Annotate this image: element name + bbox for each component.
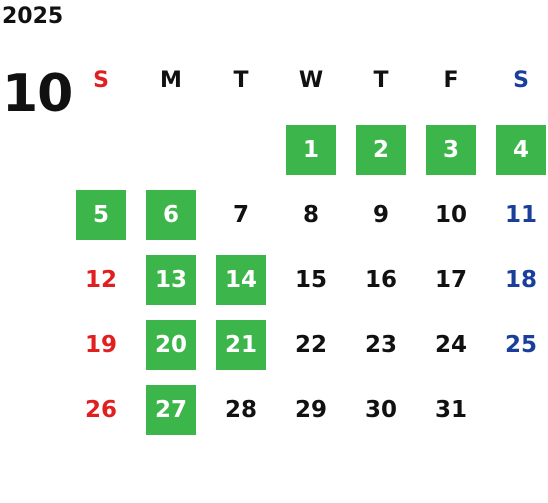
day-cell-highlighted[interactable]: 4 bbox=[496, 125, 546, 175]
day-cell[interactable]: 18 bbox=[504, 267, 537, 293]
weekday-thu: T bbox=[373, 68, 389, 93]
day-cell[interactable]: 26 bbox=[84, 397, 117, 423]
day-cell[interactable]: 11 bbox=[504, 202, 537, 228]
weekday-sun: S bbox=[93, 68, 109, 93]
day-cell-highlighted[interactable]: 3 bbox=[426, 125, 476, 175]
year-label: 2025 bbox=[2, 4, 64, 29]
day-cell-highlighted[interactable]: 21 bbox=[216, 320, 266, 370]
day-cell[interactable]: 28 bbox=[224, 397, 257, 423]
day-cell[interactable]: 7 bbox=[232, 202, 249, 228]
weekday-tue: T bbox=[233, 68, 249, 93]
day-cell-highlighted[interactable]: 1 bbox=[286, 125, 336, 175]
day-cell[interactable]: 31 bbox=[434, 397, 467, 423]
day-cell-highlighted[interactable]: 14 bbox=[216, 255, 266, 305]
day-cell[interactable]: 29 bbox=[294, 397, 327, 423]
day-cell[interactable]: 17 bbox=[434, 267, 467, 293]
day-cell[interactable]: 25 bbox=[504, 332, 537, 358]
day-cell[interactable]: 12 bbox=[84, 267, 117, 293]
weekday-sat: S bbox=[513, 68, 529, 93]
weekday-mon: M bbox=[160, 68, 182, 93]
day-cell[interactable]: 24 bbox=[434, 332, 467, 358]
day-cell-highlighted[interactable]: 2 bbox=[356, 125, 406, 175]
day-cell[interactable]: 10 bbox=[434, 202, 467, 228]
day-cell[interactable]: 8 bbox=[302, 202, 319, 228]
day-cell-highlighted[interactable]: 20 bbox=[146, 320, 196, 370]
day-cell[interactable]: 16 bbox=[364, 267, 397, 293]
month-label: 10 bbox=[2, 64, 73, 124]
day-cell-highlighted[interactable]: 5 bbox=[76, 190, 126, 240]
weekday-fri: F bbox=[443, 68, 459, 93]
day-cell[interactable]: 19 bbox=[84, 332, 117, 358]
day-cell[interactable]: 30 bbox=[364, 397, 397, 423]
day-cell-highlighted[interactable]: 27 bbox=[146, 385, 196, 435]
day-cell-highlighted[interactable]: 13 bbox=[146, 255, 196, 305]
day-cell[interactable]: 23 bbox=[364, 332, 397, 358]
day-cell[interactable]: 9 bbox=[372, 202, 389, 228]
weekday-wed: W bbox=[298, 68, 324, 93]
day-cell-highlighted[interactable]: 6 bbox=[146, 190, 196, 240]
day-cell[interactable]: 22 bbox=[294, 332, 327, 358]
day-cell[interactable]: 15 bbox=[294, 267, 327, 293]
